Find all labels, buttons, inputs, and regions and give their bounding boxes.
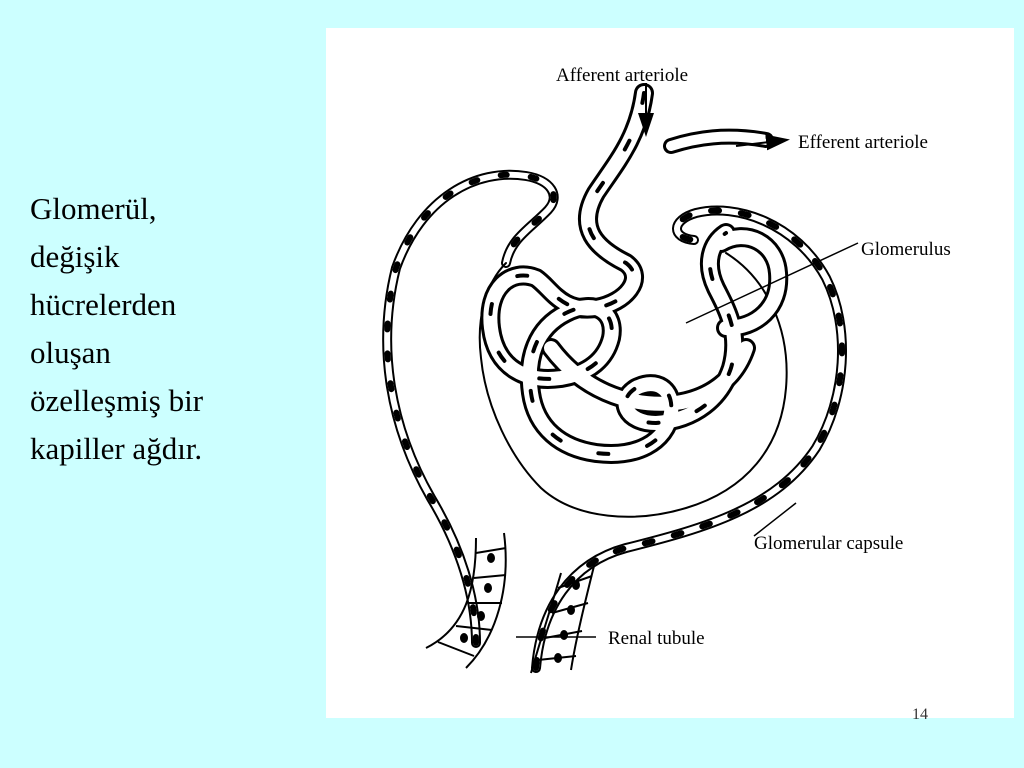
slide-body-text: Glomerül, değişik hücrelerden oluşan öze… <box>30 185 320 473</box>
label-renal-tubule: Renal tubule <box>608 628 705 649</box>
renal-tubule <box>425 532 597 674</box>
flow-arrows <box>638 83 790 151</box>
glomerulus-figure-panel: Afferent arteriole Efferent arteriole Gl… <box>326 28 1014 718</box>
label-afferent-arteriole: Afferent arteriole <box>556 65 688 86</box>
text-line-6: kapiller ağdır. <box>30 431 203 466</box>
label-efferent-arteriole: Efferent arteriole <box>798 132 928 153</box>
glomerulus-diagram: Afferent arteriole Efferent arteriole Gl… <box>382 65 951 674</box>
text-line-4: oluşan <box>30 335 111 370</box>
page-number: 14 <box>912 706 928 723</box>
glomerular-capsule-wall <box>382 169 848 673</box>
text-line-5: özelleşmiş bir <box>30 383 204 418</box>
text-line-2: değişik <box>30 239 120 274</box>
text-line-3: hücrelerden <box>30 287 177 322</box>
label-glomerular-capsule: Glomerular capsule <box>754 533 903 554</box>
leader-lines <box>516 242 859 638</box>
label-glomerulus: Glomerulus <box>861 239 951 260</box>
glomerulus-capillary-tuft <box>480 83 789 464</box>
text-line-1: Glomerül, <box>30 191 157 226</box>
